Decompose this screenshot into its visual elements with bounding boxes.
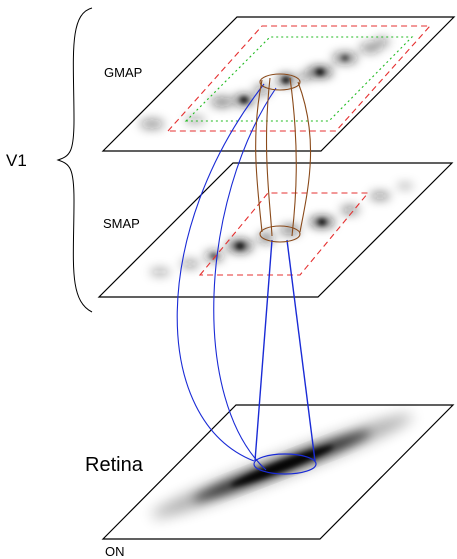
lateral-arc-1 (255, 79, 263, 233)
smap-label: SMAP (103, 216, 140, 231)
retina-layer: Retina ON (85, 404, 455, 559)
smap-plane (97, 162, 454, 298)
afferent-cone-left (254, 239, 273, 462)
lateral-connections (255, 73, 312, 243)
gmap-unit-ring (259, 73, 301, 91)
smap-activity-cores (211, 219, 326, 258)
v1-brace (56, 7, 93, 313)
retina-receptive-field (253, 453, 317, 475)
retina-label: Retina (85, 454, 144, 476)
gmap-layer: GMAP (101, 16, 456, 152)
lateral-arc-2 (265, 77, 273, 237)
gmap-dotted-region (184, 36, 414, 122)
lateral-arc-4 (297, 81, 312, 233)
lateral-arc-3 (289, 77, 297, 237)
gmap-label: GMAP (104, 65, 142, 80)
on-label: ON (105, 544, 125, 559)
afferent-arc-inner (213, 87, 277, 471)
smap-unit-ring (259, 225, 301, 243)
v1-label: V1 (6, 151, 27, 170)
gmap-dashed-region (166, 25, 432, 132)
afferent-arc-outer (176, 83, 265, 462)
retina-stimulus-bar (151, 414, 413, 518)
afferent-cone-right (286, 239, 316, 462)
smap-layer: SMAP (97, 162, 454, 298)
afferent-connections (176, 83, 317, 475)
smap-dashed-region (198, 192, 370, 276)
gmap-activity-cores (240, 56, 348, 103)
